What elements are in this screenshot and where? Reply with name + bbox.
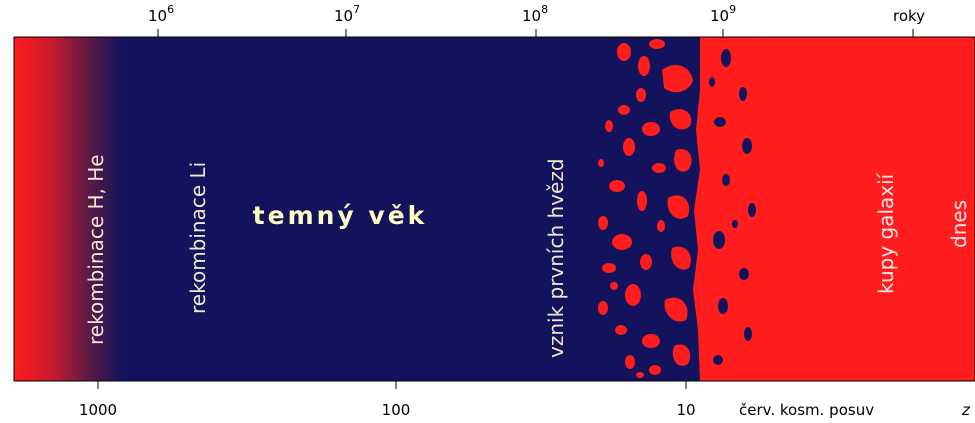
label-today: dnes [947,200,971,248]
band-frame [13,36,975,382]
label-dark-age: temný věk [253,201,428,230]
first-light-blobs [598,39,666,378]
bottom-axis: 1000 100 10 červ. kosm. posuv z [79,381,971,419]
bottom-tick-label-1000: 1000 [79,401,117,419]
top-tick-label-1e7: 107 [334,3,360,25]
top-tick-label-1e9: 109 [710,3,736,25]
bottom-axis-variable: z [961,401,971,419]
label-recombination-li: rekombinace Li [186,162,210,314]
label-galaxy-clusters: kupy galaxií [874,172,898,294]
label-first-stars: vznik prvních hvězd [544,158,568,358]
top-tick-label-1e8: 108 [522,3,548,25]
top-tick-label-1e6: 106 [148,3,174,25]
recombination-gradient [14,37,122,381]
top-axis: 106 107 108 109 roky [148,3,925,37]
bottom-tick-label-10: 10 [676,401,695,419]
label-recombination-h-he: rekombinace H, He [84,154,108,345]
top-axis-unit: roky [893,7,925,25]
reionization-front [662,37,762,381]
neutral-gas-holes [709,49,756,365]
bottom-axis-title: červ. kosm. posuv [739,401,874,419]
bottom-tick-label-100: 100 [382,401,411,419]
